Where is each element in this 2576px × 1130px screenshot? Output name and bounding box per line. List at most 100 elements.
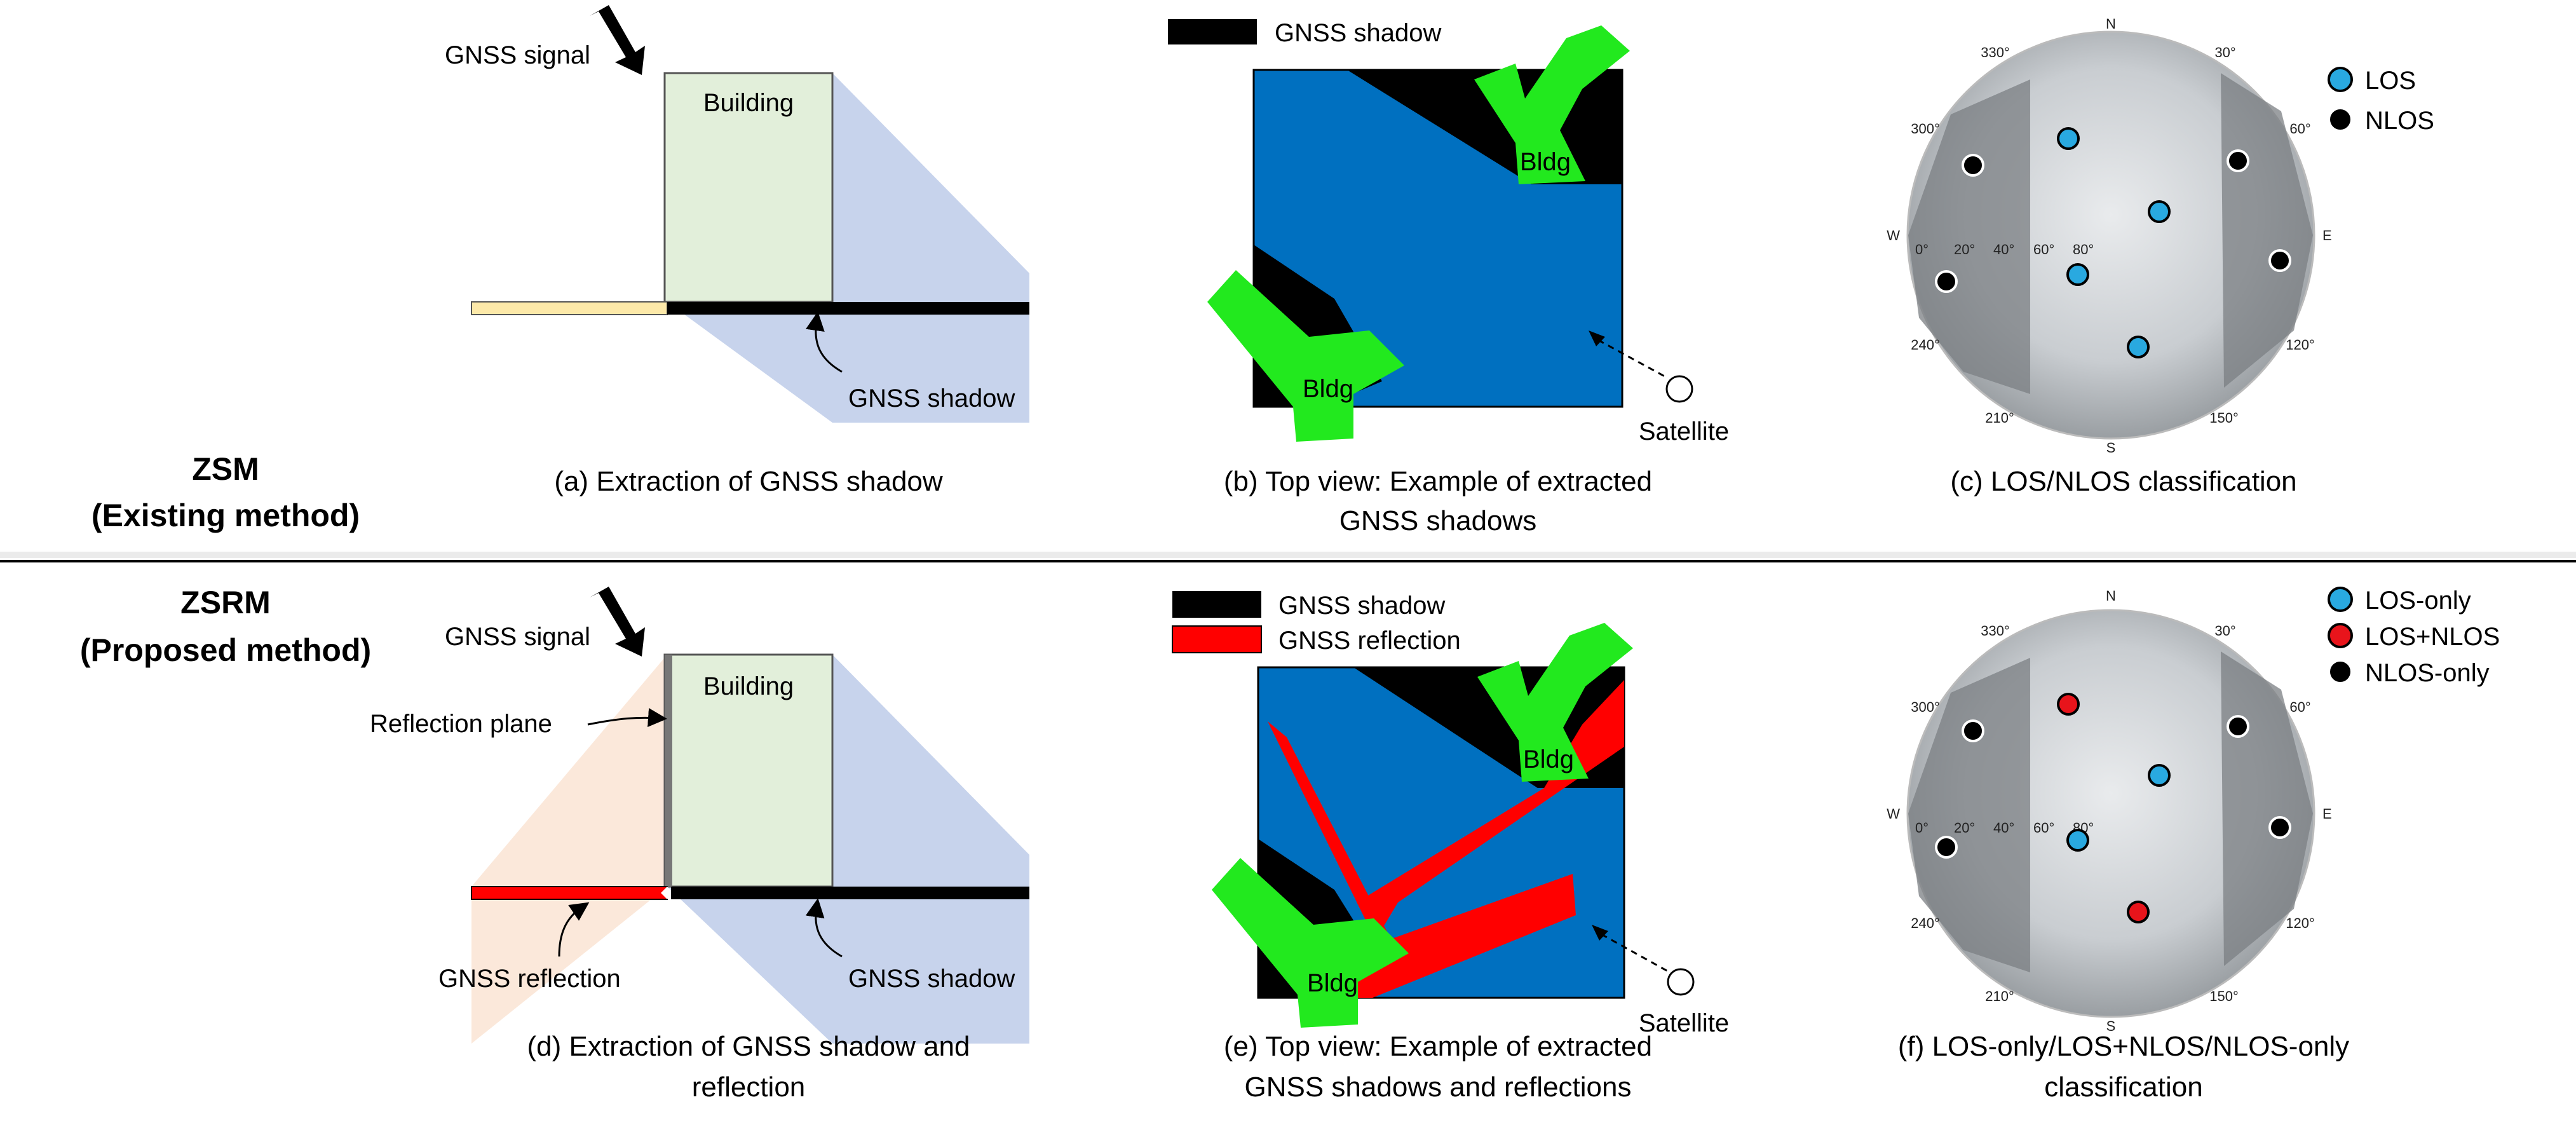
legend-marker-los-nlos [2328,623,2353,648]
satellite-nlos-only [1962,719,1984,742]
satellite-los [2148,200,2171,223]
satellite-icon [1667,968,1695,996]
azimuth-60: 60° [2289,121,2310,137]
reflection-region-1 [1357,680,1624,934]
building-label-1: Bldg [1523,745,1574,773]
legend-marker-los-only [2328,587,2353,612]
visible-ground [471,301,668,315]
signal-arrow-icon [590,587,645,657]
left-building-image [1908,79,2030,394]
zsrm-sublabel: (Proposed method) [80,632,371,668]
compass-w: W [1887,806,1900,822]
compass-s: S [2106,440,2116,456]
elevation-60: 60° [2033,242,2054,257]
caption-e-line1: (e) Top view: Example of extracted [1224,1031,1652,1062]
elevation-0: 0° [1915,820,1929,836]
azimuth-330: 330° [1981,44,2010,60]
satellite-nlos-only [2268,816,2291,839]
satellite-los [2057,127,2080,150]
compass-s: S [2106,1018,2116,1034]
caption-b-line2: GNSS shadows [1339,505,1537,536]
reflection-region-3 [1325,874,1576,998]
legend-label-nlos-only: NLOS-only [2365,659,2490,687]
legend-label-los-nlos: LOS+NLOS [2365,623,2500,651]
zsm-label: ZSM [192,451,259,487]
reflection-ground [471,886,668,900]
legend-marker-nlos [2328,107,2353,132]
panel-a: Building GNSS signal GNSS shadow (a) Ext… [445,5,1029,497]
reflection-plane [665,655,672,887]
building-label: Building [703,672,794,700]
satellite-los-nlos [2127,901,2150,923]
elevation-40: 40° [1993,242,2014,257]
zsrm-label: ZSRM [180,585,271,620]
compass-e: E [2322,228,2332,243]
satellite-los-only [2148,764,2171,787]
panel-e: GNSS shadow GNSS reflection Bldg Bldg Sa… [1172,591,1729,1103]
satellite-los-only [2066,829,2089,852]
building [663,653,834,888]
satellite-los [2127,336,2150,358]
azimuth-300: 300° [1911,121,1940,137]
legend-label-reflection: GNSS reflection [1278,627,1461,655]
reflection-region-2 [1268,721,1388,941]
satellite-nlos [1935,270,1958,293]
shadow-region [667,73,1029,423]
compass-n: N [2106,16,2116,32]
elevation-60: 60° [2033,820,2054,836]
legend-label-shadow: GNSS shadow [1278,592,1445,620]
caption-e-line2: GNSS shadows and reflections [1245,1072,1632,1103]
elevation-40: 40° [1993,820,2014,836]
plane-pointer [587,708,667,727]
shadow-label: GNSS shadow [848,965,1015,993]
azimuth-150: 150° [2209,988,2239,1004]
building-2 [1212,858,1409,1028]
legend-swatch-shadow [1172,591,1261,618]
caption-d-line1: (d) Extraction of GNSS shadow and [527,1031,970,1062]
azimuth-240: 240° [1911,337,1940,353]
left-building-image [1908,658,2030,972]
satellite-nlos [1962,154,1984,177]
satellite-nlos-only [2227,715,2249,738]
panel-d: Building GNSS signal Reflection plane GN… [370,587,1029,1103]
azimuth-210: 210° [1985,410,2014,426]
signal-arrow-icon [590,5,645,75]
compass-w: W [1887,228,1900,243]
azimuth-120: 120° [2286,337,2315,353]
legend-label-los-only: LOS-only [2365,587,2471,615]
reflection-point-icon [661,887,674,899]
building-label-2: Bldg [1303,375,1353,403]
shadow-ground [667,302,1029,315]
azimuth-330: 330° [1981,623,2010,639]
azimuth-240: 240° [1911,915,1940,931]
direction-line [1597,339,1669,379]
reflection-pointer [558,902,590,957]
caption-f-line1: (f) LOS-only/LOS+NLOS/NLOS-only [1898,1031,2349,1062]
panel-c: N S E W 330° 30° 300° 60° 240° 120° 210°… [1887,16,2434,497]
satellite-nlos [2268,249,2291,272]
satellite-label: Satellite [1639,418,1729,446]
satellite-los-nlos [2057,693,2080,716]
azimuth-30: 30° [2214,44,2235,60]
shadow-region [667,655,1029,1044]
caption-a: (a) Extraction of GNSS shadow [554,466,943,497]
azimuth-300: 300° [1911,699,1940,715]
satellite-icon [1665,375,1693,403]
compass-n: N [2106,588,2116,604]
compass-e: E [2322,806,2332,822]
reflection-label: GNSS reflection [438,965,621,993]
direction-arrowhead-icon [1589,330,1605,346]
legend-label-los: LOS [2365,67,2416,95]
azimuth-60: 60° [2289,699,2310,715]
plane-label: Reflection plane [370,710,552,738]
building-label-2: Bldg [1307,969,1358,997]
satellite-nlos [2227,149,2249,172]
legend-label-shadow: GNSS shadow [1275,19,1441,47]
legend-label-nlos: NLOS [2365,107,2434,135]
azimuth-120: 120° [2286,915,2315,931]
elevation-80: 80° [2073,242,2094,257]
zsm-sublabel: (Existing method) [92,498,360,533]
building-label: Building [703,89,794,117]
legend-marker-nlos-only [2328,659,2353,684]
